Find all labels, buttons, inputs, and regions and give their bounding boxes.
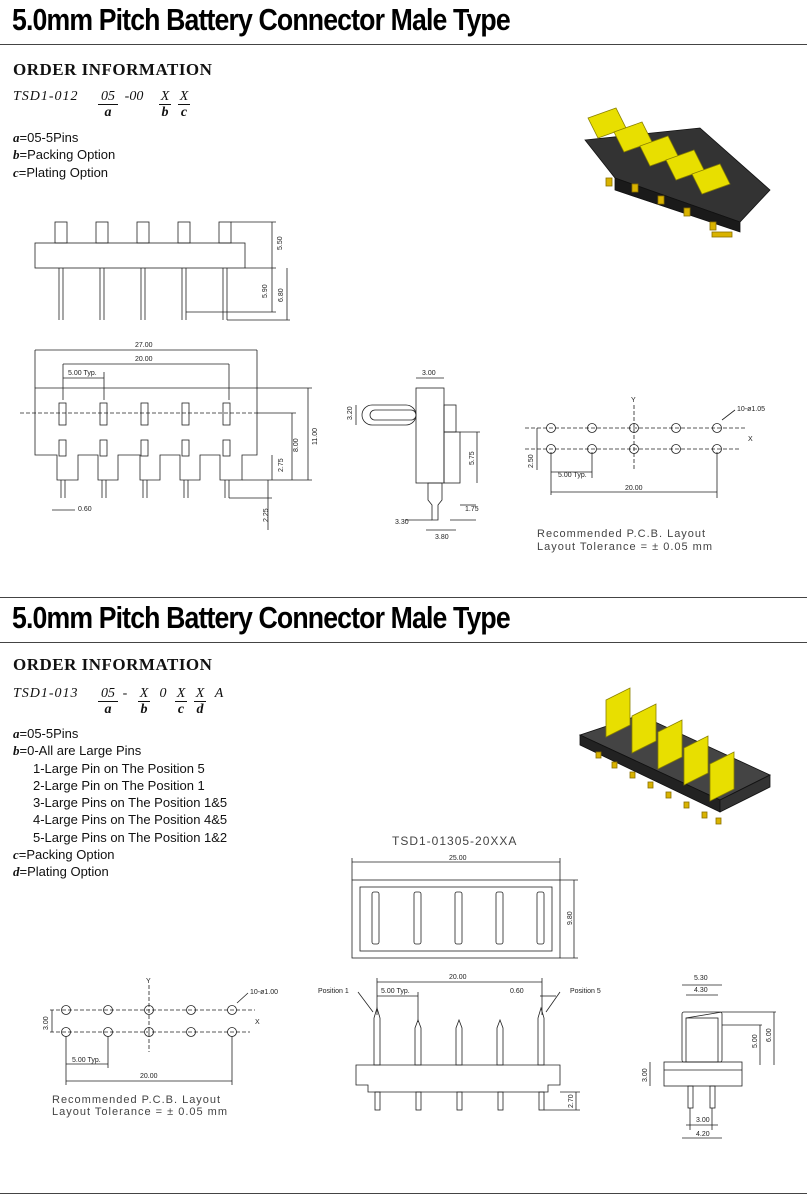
dim-5-00-typ-front: 5.00 Typ. xyxy=(381,988,410,995)
dim-6-00: 6.00 xyxy=(766,1028,773,1042)
code-part-dash: -00 xyxy=(124,89,144,104)
label-position-5: Position 5 xyxy=(570,988,601,995)
option-a: a=05-5Pins xyxy=(13,130,79,145)
option2-b2: 2-Large Pin on The Position 1 xyxy=(33,777,205,793)
option2-d: d=Plating Option xyxy=(13,864,109,880)
pcb-20-00-1: 20.00 xyxy=(625,485,643,492)
dim-3-00-side: 3.00 xyxy=(422,370,436,377)
top-view-2 xyxy=(351,858,578,959)
dim-5-00-side: 5.00 xyxy=(752,1034,759,1048)
dim-4-20: 4.20 xyxy=(696,1131,710,1138)
dim-3-30: 3.30 xyxy=(395,519,409,526)
code2-part-zero: 0 xyxy=(159,686,167,701)
dim-5-75: 5.75 xyxy=(469,451,476,465)
label-position-1: Position 1 xyxy=(318,988,349,995)
connector-render-2 xyxy=(578,687,771,825)
option2-b1: 1-Large Pin on The Position 5 xyxy=(33,760,205,776)
order-header-2: ORDER INFORMATION xyxy=(13,655,213,674)
option-b: b=Packing Option xyxy=(13,147,116,163)
top-view-1 xyxy=(20,349,312,530)
page-title-2: 5.0mm Pitch Battery Connector Male Type xyxy=(12,600,511,635)
dim-8-00: 8.00 xyxy=(293,438,300,452)
section-divider xyxy=(0,597,807,598)
option2-b3: 3-Large Pins on The Position 1&5 xyxy=(33,795,228,811)
pcb-holes-2: 10-ø1.00 xyxy=(250,989,278,996)
pcb-x-axis-2: X xyxy=(255,1019,260,1026)
pcb-note-2a: Recommended P.C.B. Layout xyxy=(52,1094,221,1106)
pcb-5-00-typ-2: 5.00 Typ. xyxy=(72,1057,101,1064)
pcb-5-00-typ-1: 5.00 Typ. xyxy=(558,472,587,479)
dim-5-00-typ: 5.00 Typ. xyxy=(68,370,97,377)
code2-part-dash: - xyxy=(122,686,128,701)
dim-5-30: 5.30 xyxy=(694,975,708,982)
dim-3-00-pcb: 3.00 xyxy=(43,1016,50,1030)
title-rule-2 xyxy=(0,642,807,643)
dim-20-00-front: 20.00 xyxy=(449,974,467,981)
dim-2-50: 2.50 xyxy=(528,454,535,468)
option2-b5: 5-Large Pins on The Position 1&2 xyxy=(33,829,228,845)
bottom-rule xyxy=(0,1193,807,1194)
connector-render-1 xyxy=(584,107,771,238)
dim-1-75: 1.75 xyxy=(465,506,479,513)
order-code-prefix-2: TSD1-013 xyxy=(13,686,79,701)
page-title-1: 5.0mm Pitch Battery Connector Male Type xyxy=(12,2,511,37)
pcb-y-axis-2: Y xyxy=(146,978,151,985)
dim-27-00: 27.00 xyxy=(135,342,153,349)
code2-part-suffix: A xyxy=(214,686,224,701)
pcb-layout-2 xyxy=(50,985,255,1085)
pcb-note-2b: Layout Tolerance = ± 0.05 mm xyxy=(52,1106,228,1118)
pcb-note-1b: Layout Tolerance = ± 0.05 mm xyxy=(537,541,713,553)
option2-c: c=Packing Option xyxy=(13,847,115,863)
front-view-2 xyxy=(355,978,580,1111)
order-header-1: ORDER INFORMATION xyxy=(13,60,213,79)
dim-6-80: 6.80 xyxy=(278,288,285,302)
option2-b: b=0-All are Large Pins xyxy=(13,743,142,759)
pcb-x-axis-1: X xyxy=(748,436,753,443)
dim-25-00: 25.00 xyxy=(449,855,467,862)
pcb-y-axis-1: Y xyxy=(631,397,636,404)
order-code-prefix-1: TSD1-012 xyxy=(13,89,79,104)
dim-5-50: 5.50 xyxy=(277,236,284,250)
dim-9-80: 9.80 xyxy=(567,911,574,925)
dim-2-75: 2.75 xyxy=(278,458,285,472)
option2-b4: 4-Large Pins on The Position 4&5 xyxy=(33,812,228,828)
dim-4-30: 4.30 xyxy=(694,987,708,994)
drawing-label-2: TSD1-01305-20XXA xyxy=(392,834,517,848)
side-view-2 xyxy=(649,984,776,1139)
dim-2-25: 2.25 xyxy=(263,508,270,522)
option-list-2: a=05-5Pins b=0-All are Large Pins 1-Larg… xyxy=(13,725,227,881)
dim-3-20: 3.20 xyxy=(347,406,354,420)
dim-3-00-vert: 3.00 xyxy=(642,1068,649,1082)
dim-20-00: 20.00 xyxy=(135,356,153,363)
dim-11-00: 11.00 xyxy=(312,428,319,445)
front-view-1 xyxy=(34,221,290,321)
option2-a: a=05-5Pins xyxy=(13,726,79,741)
dim-0-60-front: 0.60 xyxy=(510,988,524,995)
dim-0-60: 0.60 xyxy=(78,506,92,513)
pcb-layout-1 xyxy=(525,405,745,498)
pcb-holes-1: 10-ø1.05 xyxy=(737,406,765,413)
dim-5-90: 5.90 xyxy=(262,284,269,298)
dim-3-00-bottom: 3.00 xyxy=(696,1117,710,1124)
title-rule-1 xyxy=(0,44,807,45)
option-list-1: a=05-5Pins b=Packing Option c=Plating Op… xyxy=(13,129,115,181)
pcb-note-1a: Recommended P.C.B. Layout xyxy=(537,528,706,540)
side-view-1 xyxy=(355,377,480,531)
option-c: c=Plating Option xyxy=(13,164,109,180)
dim-3-80: 3.80 xyxy=(435,534,449,541)
dim-2-70: 2.70 xyxy=(568,1094,575,1108)
pcb-20-00-2: 20.00 xyxy=(140,1073,158,1080)
